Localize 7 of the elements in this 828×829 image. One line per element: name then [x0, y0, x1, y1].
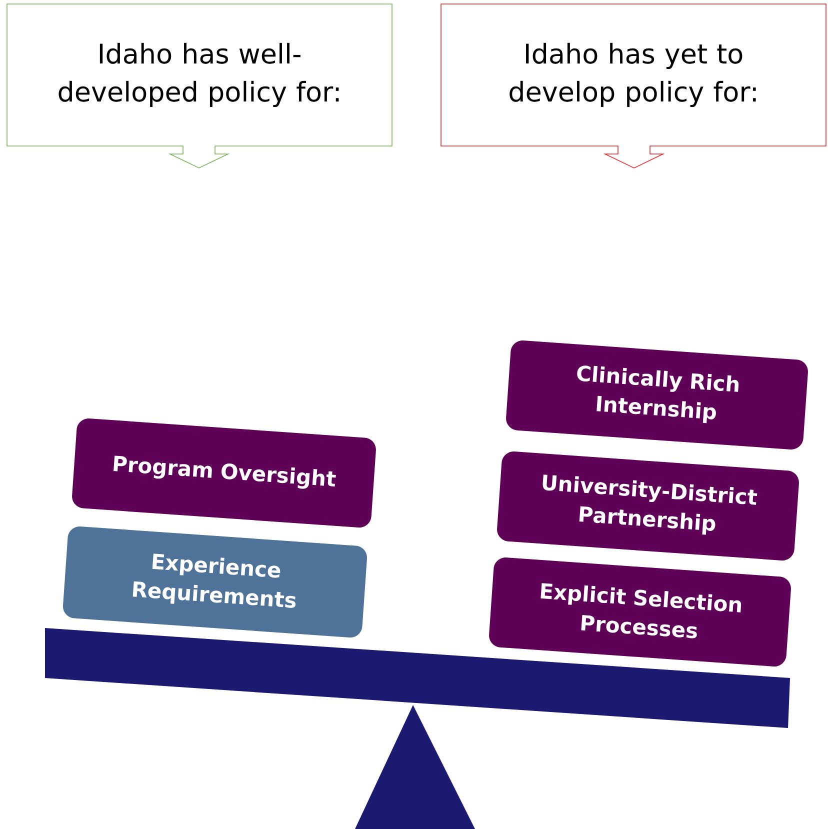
- policy-block: Experience Requirements: [63, 526, 368, 638]
- policy-block: Clinically Rich Internship: [506, 340, 808, 450]
- callout-box: Idaho has yet to develop policy for:: [440, 4, 826, 168]
- callout-box: Idaho has well-developed policy for:: [6, 4, 392, 168]
- policy-block: Program Oversight: [72, 418, 376, 528]
- policy-block: University-District Partnership: [497, 452, 799, 560]
- policy-block: Explicit Selection Processes: [489, 558, 791, 666]
